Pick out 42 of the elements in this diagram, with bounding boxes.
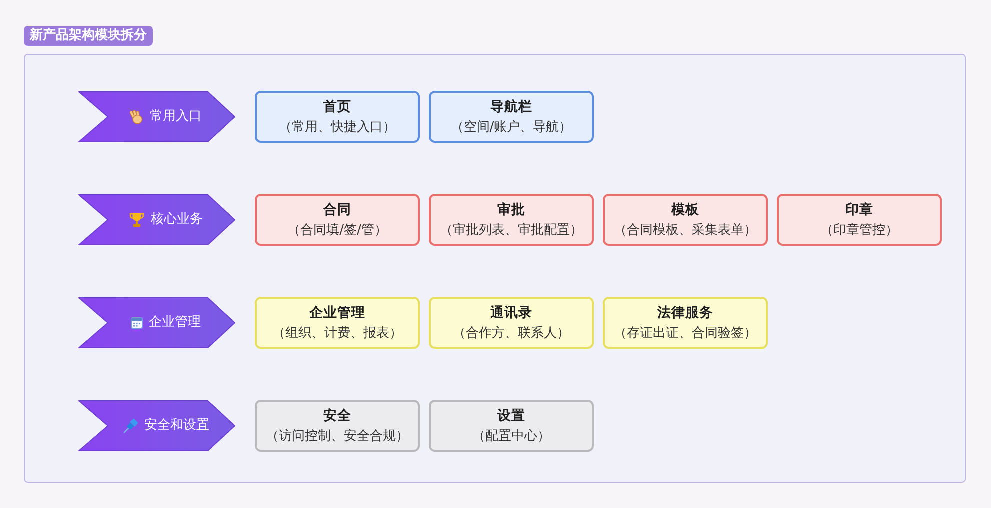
box-description: （常用、快捷入口） xyxy=(279,118,396,136)
box-heading: 企业管理 xyxy=(310,304,366,322)
box-heading: 印章 xyxy=(846,200,874,218)
box-description: （访问控制、安全合规） xyxy=(266,428,409,446)
module-box xyxy=(429,297,594,349)
module-box xyxy=(429,194,594,246)
box-heading: 设置 xyxy=(498,406,526,424)
box-heading: 审批 xyxy=(498,200,526,218)
box-heading: 通讯录 xyxy=(490,304,532,322)
box-heading: 法律服务 xyxy=(658,304,714,322)
chevron-banner xyxy=(78,297,236,349)
box-description: （空间/账户、导航） xyxy=(450,118,572,136)
module-box xyxy=(603,297,768,349)
chevron-banner xyxy=(78,194,236,246)
box-description: （合同填/签/管） xyxy=(288,222,388,240)
module-box xyxy=(429,400,594,452)
banner-label: 企业管理 xyxy=(149,315,201,331)
chevron-banner xyxy=(78,91,236,143)
box-heading: 首页 xyxy=(324,98,352,116)
module-box xyxy=(255,194,420,246)
box-heading: 安全 xyxy=(324,406,352,424)
box-description: （合同模板、采集表单） xyxy=(614,222,757,240)
banner-label: 核心业务 xyxy=(151,212,203,228)
box-description: （印章管控） xyxy=(820,222,898,240)
chevron-banner xyxy=(78,400,236,452)
box-heading: 导航栏 xyxy=(490,98,532,116)
box-heading: 模板 xyxy=(672,200,700,218)
box-description: （存证出证、合同验签） xyxy=(614,324,757,342)
banner-label: 安全和设置 xyxy=(144,418,210,434)
module-box xyxy=(603,194,768,246)
box-heading: 合同 xyxy=(324,200,352,218)
box-description: （审批列表、审批配置） xyxy=(440,222,583,240)
box-description: （合作方、联系人） xyxy=(453,324,570,342)
title-tag: 新产品架构模块拆分 xyxy=(24,26,153,46)
box-description: （组织、计费、报表） xyxy=(272,324,402,342)
module-box xyxy=(429,91,594,143)
banner-label: 常用入口 xyxy=(150,109,202,125)
box-description: （配置中心） xyxy=(472,428,550,446)
module-box xyxy=(255,91,420,143)
module-box xyxy=(777,194,942,246)
module-box xyxy=(255,400,420,452)
module-box xyxy=(255,297,420,349)
